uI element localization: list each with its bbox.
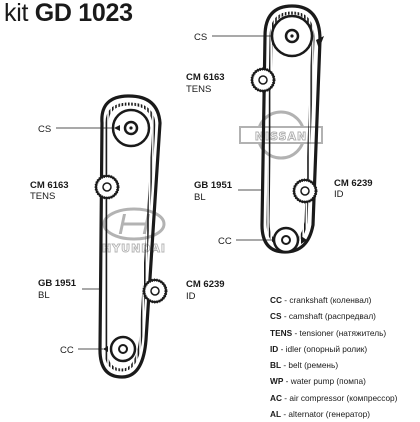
right-crankshaft-pulley — [272, 226, 307, 254]
left-belt-code: GB 1951 — [38, 278, 77, 289]
left-timing-belt — [98, 94, 162, 379]
left-crankshaft-pulley — [103, 335, 137, 363]
right-idler-role: ID — [334, 189, 344, 200]
left-camshaft-pulley — [111, 108, 151, 148]
legend-item: AC - air compressor (компрессор) — [270, 392, 398, 403]
left-idler-pulley — [142, 278, 168, 304]
abbreviation-legend: CC - crankshaft (коленвал) CS - camshaft… — [270, 292, 420, 422]
legend-item: WP - water pump (помпа) — [270, 376, 366, 387]
left-tens-code: CM 6163 — [30, 180, 69, 191]
hyundai-wordmark: HYUNDAI — [102, 242, 166, 255]
nissan-wordmark: NISSAN — [255, 130, 307, 143]
kit-code: GD 1023 — [34, 0, 133, 27]
right-tens-role: TENS — [186, 84, 211, 95]
hyundai-logo: HYUNDAI — [102, 207, 166, 255]
right-cs-label: CS — [194, 32, 207, 43]
right-belt-role: BL — [194, 192, 206, 203]
legend-item: BL - belt (ремень) — [270, 360, 339, 371]
left-cs-label: CS — [38, 124, 51, 135]
kit-prefix: kit — [4, 0, 29, 27]
left-tens-role: TENS — [30, 191, 55, 202]
right-tens-code: CM 6163 — [186, 72, 225, 83]
kit-title: kit GD 1023 — [4, 0, 133, 28]
right-cc-label: CC — [218, 236, 232, 247]
nissan-logo: NISSAN — [239, 110, 323, 160]
legend-item: ID - idler (опорный ролик) — [270, 343, 368, 354]
left-tensioner-pulley — [94, 174, 120, 200]
legend-item: CC - crankshaft (коленвал) — [270, 295, 372, 305]
right-engine-layout: CS CM 6163 TENS GB 1951 BL CM 6239 ID CC — [186, 4, 373, 254]
left-cc-label: CC — [60, 345, 74, 356]
right-tensioner-pulley — [250, 67, 276, 93]
legend-item: TENS - tensioner (натяжитель) — [270, 327, 387, 338]
right-idler-code: CM 6239 — [334, 178, 373, 189]
right-timing-belt — [260, 4, 322, 254]
legend-item: CS - camshaft (распредвал) — [270, 311, 376, 322]
left-idler-role: ID — [186, 291, 196, 302]
legend-item: AL - alternator (генератор) — [270, 409, 370, 420]
left-engine-layout: CS CM 6163 TENS GB 1951 BL CM 6239 ID CC — [30, 94, 225, 379]
left-idler-code: CM 6239 — [186, 279, 225, 290]
right-idler-pulley — [292, 178, 318, 204]
left-belt-role: BL — [38, 290, 50, 301]
right-belt-code: GB 1951 — [194, 180, 233, 191]
